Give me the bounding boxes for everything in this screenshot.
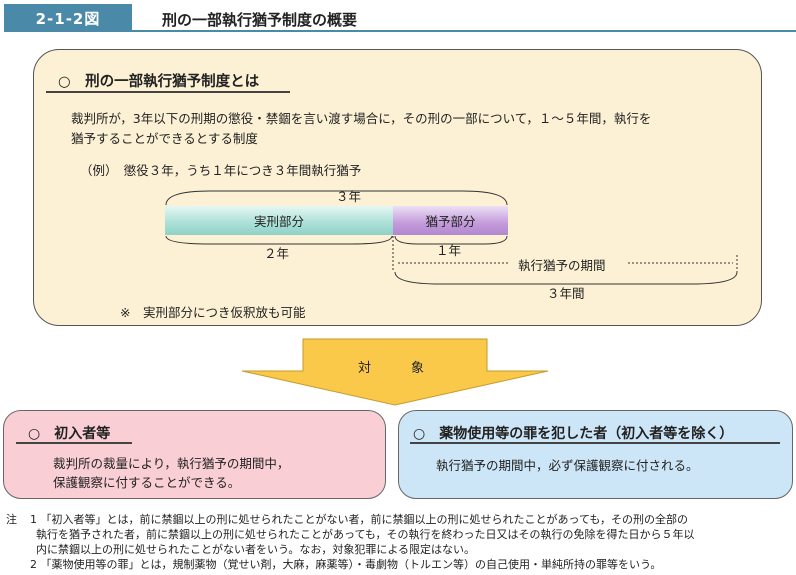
arrow-label-left: 対 <box>358 361 372 376</box>
header-rule <box>132 30 796 32</box>
arrow-label-right: 象 <box>411 361 425 376</box>
probation-period-brace <box>394 271 738 285</box>
prison-term-brace <box>165 235 393 245</box>
prison-portion-label: 実刑部分 <box>253 214 304 229</box>
drug-offender-panel <box>398 410 793 499</box>
suspended-term-brace <box>394 235 508 245</box>
notes-label: 注 <box>6 513 17 526</box>
total-term-label: ３年 <box>336 189 362 204</box>
drug-offender-title: ○ 薬物使用等の罪を犯した者（初入者等を除く） <box>413 426 734 442</box>
drug-offender-line-1: 執行猶予の期間中，必ず保護観察に付される。 <box>436 458 699 473</box>
note-2-line-1: 2 「薬物使用等の罪」とは，規制薬物（覚せい剤，大麻，麻薬等）・毒劇物（トルエン… <box>30 558 662 571</box>
first-offender-line-1: 裁判所の裁量により，執行猶予の期間中， <box>53 456 290 471</box>
note-1-line-2: 執行を猶予された者，前に禁錮以上の刑に処せられたことがあっても，その執行を終わっ… <box>36 528 695 541</box>
suspended-portion-bar: 猶予部分 <box>393 206 508 235</box>
overview-title: ○ 刑の一部執行猶予制度とは <box>58 74 260 90</box>
first-offender-title-underline <box>16 442 132 444</box>
suspended-portion-label: 猶予部分 <box>425 214 476 229</box>
prison-term-label: ２年 <box>264 246 290 261</box>
first-offender-panel <box>3 410 386 499</box>
parole-footnote: ※ 実刑部分につき仮釈放も可能 <box>120 305 306 320</box>
first-offender-line-2: 保護観察に付することができる。 <box>53 475 241 490</box>
drug-offender-title-underline <box>410 442 780 444</box>
suspended-term-label: １年 <box>436 243 462 258</box>
figure-number-badge: 2-1-2図 <box>4 4 132 32</box>
prison-portion-bar: 実刑部分 <box>165 206 393 235</box>
probation-3yr-label: ３年間 <box>547 286 585 301</box>
note-1-line-3: 内に禁錮以上の刑に処せられたことがない者をいう。なお，対象犯罪による限定はない。 <box>36 543 476 556</box>
probation-period-label: 執行猶予の期間 <box>518 258 606 273</box>
figure-title: 刑の一部執行猶予制度の概要 <box>162 11 358 29</box>
overview-title-underline <box>46 91 290 93</box>
overview-panel <box>33 49 762 326</box>
note-1-line-1: 1 「初入者等」とは，前に禁錮以上の刑に処せられたことがない者，前に禁錮以上の刑… <box>30 513 688 526</box>
description-line-2: 猶予することができるとする制度 <box>71 131 258 146</box>
description-line-1: 裁判所が，3年以下の刑期の懲役・禁錮を言い渡す場合に，その刑の一部について，１～… <box>71 111 652 126</box>
first-offender-title: ○ 初入者等 <box>28 426 111 442</box>
example-text: （例） 懲役３年，うち１年につき３年間執行猶予 <box>80 163 362 178</box>
total-term-brace <box>165 190 508 206</box>
target-arrow <box>241 338 549 406</box>
